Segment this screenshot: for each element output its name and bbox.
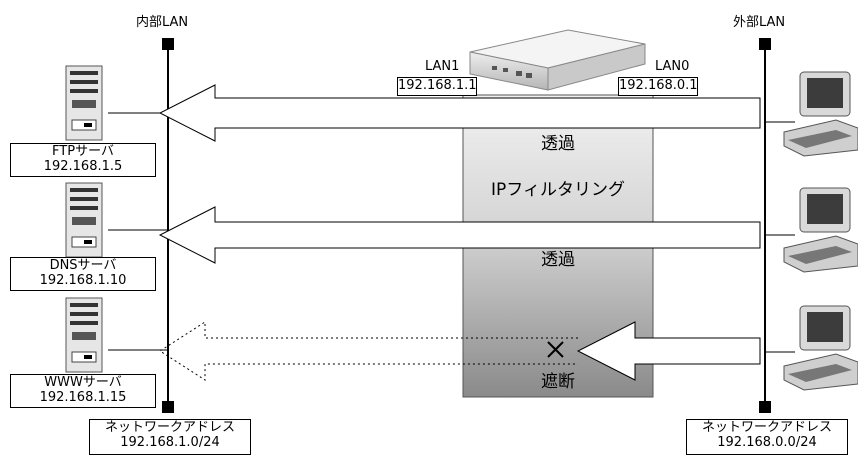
lan1-label: LAN1 — [425, 59, 460, 74]
dns-server-ip: 192.168.1.10 — [39, 273, 127, 288]
internal-network-label: ネットワークアドレス — [104, 420, 235, 435]
www-server-ip: 192.168.1.15 — [39, 390, 127, 405]
lan0-ip-box: 192.168.0.1 — [618, 77, 698, 96]
block-x-icon — [547, 341, 564, 358]
internal-lan-label: 内部LAN — [136, 15, 189, 30]
internal-network-value: 192.168.1.0/24 — [120, 435, 220, 450]
ftp-server-label: FTPサーバ 192.168.1.5 — [10, 143, 156, 177]
ftp-server-name: FTPサーバ — [52, 144, 114, 159]
filter-block-label: 遮断 — [541, 372, 575, 392]
external-lan-bottom-terminal — [759, 401, 771, 413]
internal-network-address: ネットワークアドレス 192.168.1.0/24 — [89, 419, 251, 455]
lan0-label: LAN0 — [655, 59, 690, 74]
external-network-value: 192.168.0.0/24 — [717, 435, 817, 450]
dns-server-label: DNSサーバ 192.168.1.10 — [10, 257, 156, 291]
dns-server-icon — [65, 182, 103, 258]
pass-arrow-dns — [158, 206, 761, 264]
client-pc-icon-1 — [783, 71, 858, 157]
client-pc-icon-2 — [783, 187, 858, 273]
ftp-server-ip: 192.168.1.5 — [43, 159, 123, 174]
external-lan-top-terminal — [759, 38, 771, 50]
www-server-label: WWWサーバ 192.168.1.15 — [10, 374, 156, 408]
www-server-name: WWWサーバ — [44, 375, 122, 390]
external-lan-label: 外部LAN — [733, 15, 786, 30]
filter-pass-label-2: 透過 — [541, 250, 575, 270]
pass-arrow-ftp — [158, 84, 761, 142]
router-icon — [469, 29, 646, 91]
internal-lan-top-terminal — [162, 38, 174, 50]
client-pc-icon-3 — [783, 305, 858, 391]
internal-lan-bottom-terminal — [162, 401, 174, 413]
dns-server-name: DNSサーバ — [49, 258, 117, 273]
lan1-ip-box: 192.168.1.1 — [397, 77, 477, 96]
ftp-server-icon — [65, 65, 103, 141]
filter-title: IPフィルタリング — [491, 180, 625, 200]
external-network-label: ネットワークアドレス — [701, 420, 832, 435]
www-server-icon — [65, 297, 103, 373]
blocked-arrow — [576, 321, 761, 381]
external-network-address: ネットワークアドレス 192.168.0.0/24 — [686, 419, 848, 455]
filter-pass-label-1: 透過 — [541, 134, 575, 154]
